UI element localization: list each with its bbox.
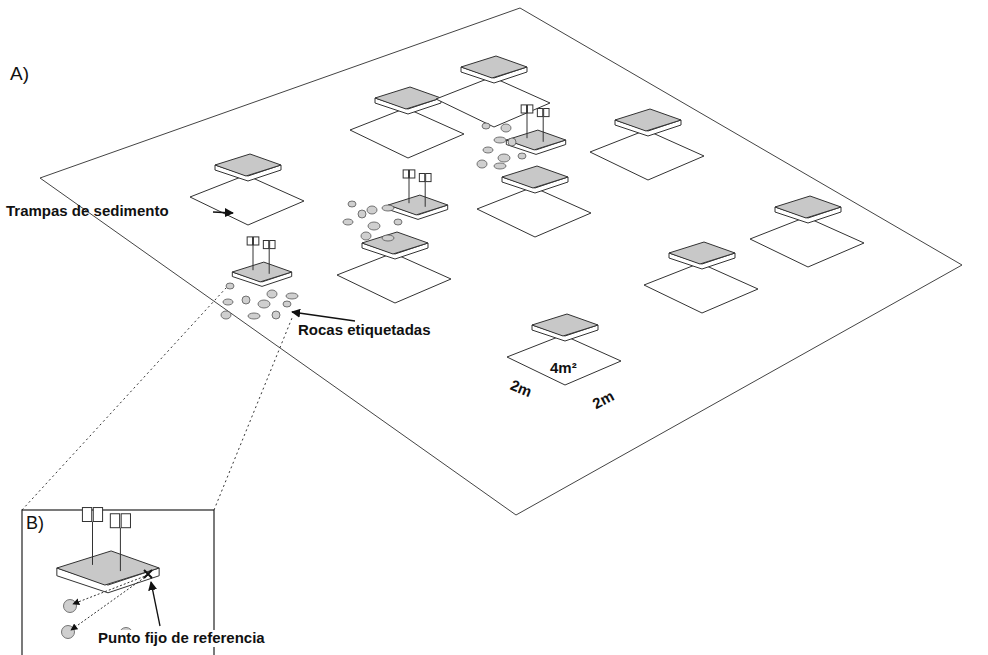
leader-line [292, 312, 355, 321]
tagged-rock [283, 301, 291, 307]
tagged-rock [382, 235, 394, 241]
plate-top [388, 195, 447, 215]
tagged-rock [267, 290, 277, 298]
plate-top [669, 242, 735, 264]
callout-label: Rocas etiquetadas [298, 322, 431, 339]
sediment-trap [409, 170, 414, 178]
trap-pole [92, 522, 93, 565]
tagged-rock [368, 222, 380, 230]
panel-letter: A) [10, 64, 29, 85]
sediment-trap [247, 237, 252, 245]
trap-pole [543, 117, 544, 142]
distance-line [71, 575, 148, 630]
tagged-rock [248, 313, 260, 319]
sediment-trap [426, 174, 431, 182]
tagged-rock [272, 311, 280, 319]
trap-pole [120, 528, 121, 571]
tagged-rock [394, 219, 402, 225]
sediment-trap [270, 241, 275, 249]
ground-plane [40, 8, 962, 515]
sediment-trap [419, 174, 424, 182]
plot-square [590, 130, 704, 180]
plate-top [532, 314, 598, 336]
tagged-rock [482, 123, 490, 129]
tagged-rock [494, 163, 506, 169]
plot-square [190, 175, 304, 225]
sediment-trap [82, 508, 91, 522]
leader-line [151, 582, 160, 626]
tagged-rock [501, 124, 511, 132]
tagged-rock [221, 311, 231, 319]
zoom-line [22, 288, 226, 510]
plot-square [337, 253, 451, 303]
sediment-trap [537, 109, 542, 117]
tagged-rock [343, 219, 353, 225]
tagged-rock [382, 205, 394, 211]
plot-square [644, 263, 758, 313]
tagged-rock [494, 137, 506, 143]
leader-line [213, 212, 233, 213]
area-label: 4m² [550, 360, 577, 377]
tagged-rock [361, 232, 371, 240]
plate-top [215, 154, 281, 176]
tagged-rock [286, 293, 298, 299]
reference-point [144, 570, 152, 578]
panel-letter: B) [26, 514, 44, 534]
sediment-trap [527, 105, 532, 113]
tagged-rock [223, 299, 233, 305]
trap-pole [527, 113, 528, 138]
tagged-rock [498, 154, 510, 162]
sediment-trap [263, 241, 268, 249]
tagged-rock [358, 210, 366, 218]
plate-top [615, 109, 681, 131]
tagged-rock [477, 160, 487, 168]
plate-top [502, 166, 568, 188]
tagged-rock [367, 206, 377, 214]
distance-line [73, 575, 148, 604]
plot-square [477, 187, 591, 237]
tagged-rock [518, 153, 526, 159]
callout-label: Punto fijo de referencia [96, 630, 267, 647]
plot-square [350, 108, 464, 158]
tagged-rock [258, 300, 270, 308]
sediment-trap [403, 170, 408, 178]
zoom-line [214, 318, 292, 510]
plot-square [436, 77, 550, 127]
trap-pole [425, 182, 426, 207]
plate-top [57, 551, 159, 585]
trap-pole [409, 178, 410, 203]
tagged-rock [508, 138, 516, 146]
plate-top [775, 196, 841, 218]
sediment-trap [110, 514, 119, 528]
sediment-trap [544, 109, 549, 117]
plate-top [362, 232, 428, 254]
tagged-rock [348, 201, 356, 207]
trap-pole [269, 249, 270, 274]
sediment-trap [521, 105, 526, 113]
plate-top [506, 130, 565, 150]
plate-top [375, 87, 441, 109]
plot-square [750, 217, 864, 267]
plate-top [461, 56, 527, 78]
tagged-rock [226, 283, 234, 289]
sediment-trap [253, 237, 258, 245]
trap-pole [253, 245, 254, 270]
sediment-trap [121, 514, 130, 528]
tagged-rock [64, 600, 77, 613]
sediment-trap [93, 508, 102, 522]
plate-top [232, 262, 291, 282]
tagged-rock [242, 296, 250, 304]
tagged-rock [483, 147, 493, 153]
plot-square [507, 335, 621, 385]
callout-label: Trampas de sedimento [6, 203, 169, 220]
tagged-rock [62, 626, 75, 639]
